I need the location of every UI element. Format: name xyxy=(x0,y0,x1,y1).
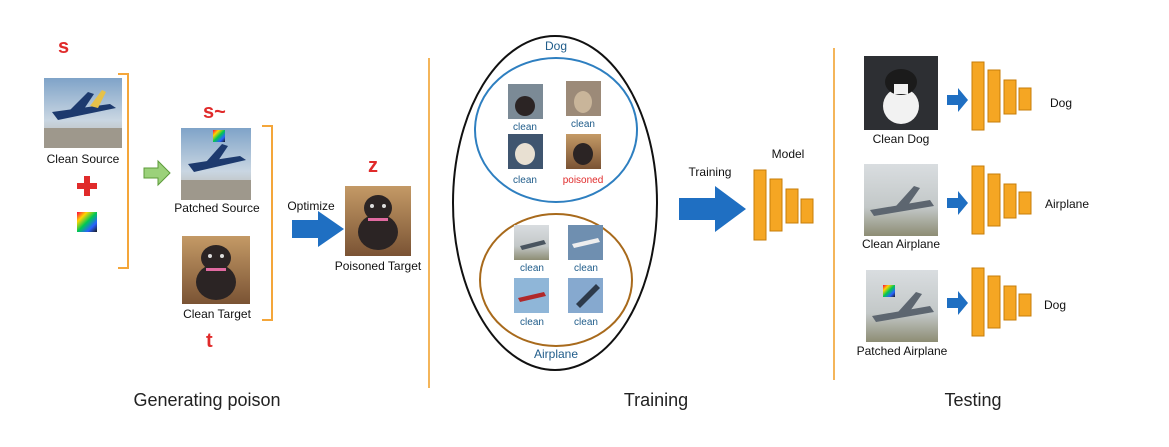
test-arrow-icon xyxy=(947,291,968,315)
test-arrow-icon xyxy=(947,88,968,112)
test-caption: Patched Airplane xyxy=(857,344,948,358)
poisoned-symbol: z xyxy=(368,155,378,177)
clean-airplane-image xyxy=(864,164,938,236)
airplane-thumbnails xyxy=(514,225,603,313)
model-network-icon xyxy=(971,165,1032,235)
model-label: Model xyxy=(772,147,805,161)
test-prediction: Airplane xyxy=(1045,197,1089,211)
poisoned-target-label: Poisoned Target xyxy=(335,259,422,273)
dog-thumbnails xyxy=(508,81,601,169)
patched-symbol: s~ xyxy=(203,101,226,123)
source-bracket xyxy=(118,73,129,269)
patched-airplane-image xyxy=(866,270,938,342)
optimize-arrow-icon xyxy=(292,211,344,247)
dog-item-label: clean xyxy=(571,119,595,130)
training-arrow-label: Training xyxy=(689,165,732,179)
model-network-icon xyxy=(753,169,814,241)
test-prediction: Dog xyxy=(1044,298,1066,312)
section-title-testing: Testing xyxy=(944,390,1001,410)
dog-item-label: clean xyxy=(513,122,537,133)
training-arrow-icon xyxy=(679,186,746,232)
test-caption: Clean Dog xyxy=(873,132,930,146)
training-set-ellipse xyxy=(452,35,658,371)
test-caption: Clean Airplane xyxy=(862,237,940,251)
airplane-group-circle xyxy=(479,213,633,347)
test-prediction: Dog xyxy=(1050,96,1072,110)
airplane-item-label: clean xyxy=(574,317,598,328)
green-arrow-icon xyxy=(143,159,171,187)
poisoned-target-image xyxy=(345,186,411,256)
patched-source-image xyxy=(181,128,251,200)
section-title-generating: Generating poison xyxy=(133,390,280,410)
airplane-group-label: Airplane xyxy=(534,347,578,361)
airplane-item-label: clean xyxy=(520,317,544,328)
source-symbol: s xyxy=(58,36,69,58)
model-network-icon xyxy=(971,61,1032,131)
airplane-item-label: clean xyxy=(574,263,598,274)
dog-group-label: Dog xyxy=(545,39,567,53)
section-title-training: Training xyxy=(624,390,688,410)
optimize-label: Optimize xyxy=(287,199,335,213)
clean-dog-image xyxy=(864,56,938,130)
target-symbol: t xyxy=(206,330,213,352)
clean-target-image xyxy=(182,236,250,304)
patched-source-label: Patched Source xyxy=(174,201,260,215)
dog-group-circle xyxy=(474,57,638,203)
airplane-item-label: clean xyxy=(520,263,544,274)
dog-item-poisoned-label: poisoned xyxy=(563,175,604,186)
plus-icon xyxy=(77,176,97,196)
test-arrow-icon xyxy=(947,191,968,215)
clean-target-label: Clean Target xyxy=(183,307,251,321)
clean-source-label: Clean Source xyxy=(47,152,120,166)
target-bracket xyxy=(262,125,273,321)
trigger-patch-icon xyxy=(77,212,97,232)
dog-item-label: clean xyxy=(513,175,537,186)
model-network-icon xyxy=(971,267,1032,337)
clean-source-image xyxy=(44,78,122,148)
